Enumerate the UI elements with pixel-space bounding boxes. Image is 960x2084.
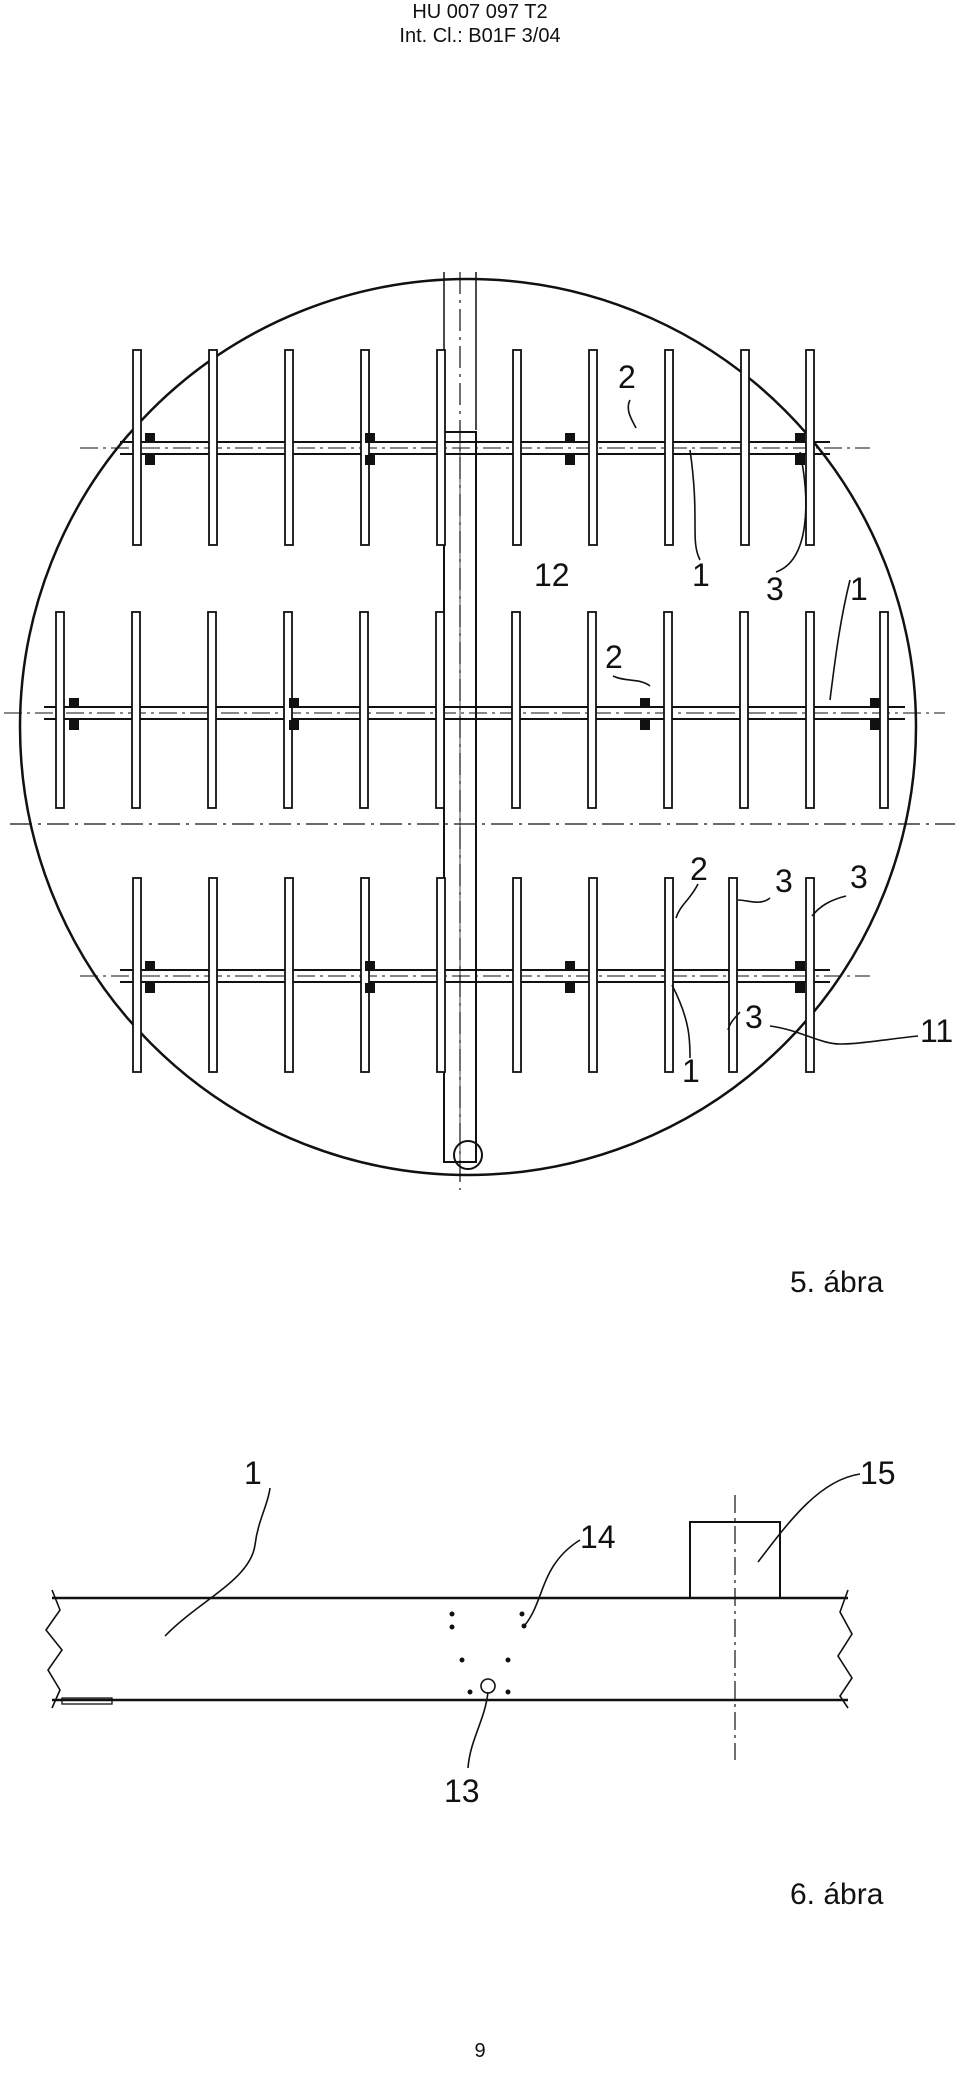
figure-6-caption: 6. ábra: [790, 1878, 884, 1911]
branch-tube: [728, 877, 738, 1073]
branch-tube: [360, 877, 370, 1073]
classification: Int. Cl.: B01F 3/04: [399, 25, 561, 47]
fig5-reference-label: 2: [690, 851, 708, 887]
patent-number: HU 007 097 T2: [412, 1, 548, 23]
branch-tube: [664, 349, 674, 546]
fig5-reference-label: 2: [618, 359, 636, 395]
branch-tube: [587, 611, 597, 809]
branch-tube: [664, 877, 674, 1073]
branch-tube: [435, 611, 445, 809]
figure-5-caption: 5. ábra: [790, 1266, 884, 1299]
fig5-reference-label: 1: [682, 1053, 700, 1089]
branch-tube: [805, 611, 815, 809]
header-pipe-end: [453, 1140, 483, 1170]
branch-tube: [512, 877, 522, 1073]
branch-tube: [436, 349, 446, 546]
fig5-reference-label: 1: [692, 557, 710, 593]
fig5-reference-label: 12: [534, 557, 570, 593]
fig5-reference-label: 11: [920, 1013, 953, 1049]
distributor-row: [4, 611, 945, 809]
branch-tube: [360, 349, 370, 546]
branch-tube: [283, 611, 293, 809]
branch-tube: [55, 611, 65, 809]
fig5-reference-label: 1: [850, 571, 868, 607]
branch-tube: [207, 611, 217, 809]
page-header: HU 007 097 T2 Int. Cl.: B01F 3/04: [0, 0, 960, 48]
fig6-label-14: 14: [580, 1519, 616, 1555]
branch-tube: [805, 877, 815, 1073]
fig5-reference-label: 3: [745, 999, 763, 1035]
branch-tube: [284, 349, 294, 546]
fig6-label-1: 1: [244, 1455, 262, 1491]
branch-tube: [208, 877, 218, 1073]
hole-13: [480, 1678, 496, 1694]
fig5-reference-label: 2: [605, 639, 623, 675]
branch-tube: [739, 611, 749, 809]
fig6-label-15: 15: [860, 1455, 896, 1491]
branch-tube: [588, 877, 598, 1073]
distributor-row: [80, 349, 870, 546]
branch-tube: [512, 349, 522, 546]
branch-tube: [132, 349, 142, 546]
branch-tube: [284, 877, 294, 1073]
fig6-label-13: 13: [444, 1773, 480, 1809]
fig5-reference-label: 3: [766, 571, 784, 607]
fig5-reference-label: 3: [775, 863, 793, 899]
branch-tube: [436, 877, 446, 1073]
fig5-reference-label: 3: [850, 859, 868, 895]
branch-tube: [131, 611, 141, 809]
branch-tube: [359, 611, 369, 809]
branch-tube: [511, 611, 521, 809]
vessel-outline: [18, 277, 918, 1177]
branch-tube: [588, 349, 598, 546]
branch-tube: [805, 349, 815, 546]
figure-6-drawing: 1 14 15 13: [45, 1455, 896, 1809]
distributor-row: [80, 877, 870, 1073]
branch-tube: [663, 611, 673, 809]
branch-tube: [879, 611, 889, 809]
branch-tube: [208, 349, 218, 546]
branch-tube: [740, 349, 750, 546]
branch-tube: [132, 877, 142, 1073]
holes-14: [449, 1611, 527, 1695]
page-number: 9: [474, 2040, 486, 2062]
